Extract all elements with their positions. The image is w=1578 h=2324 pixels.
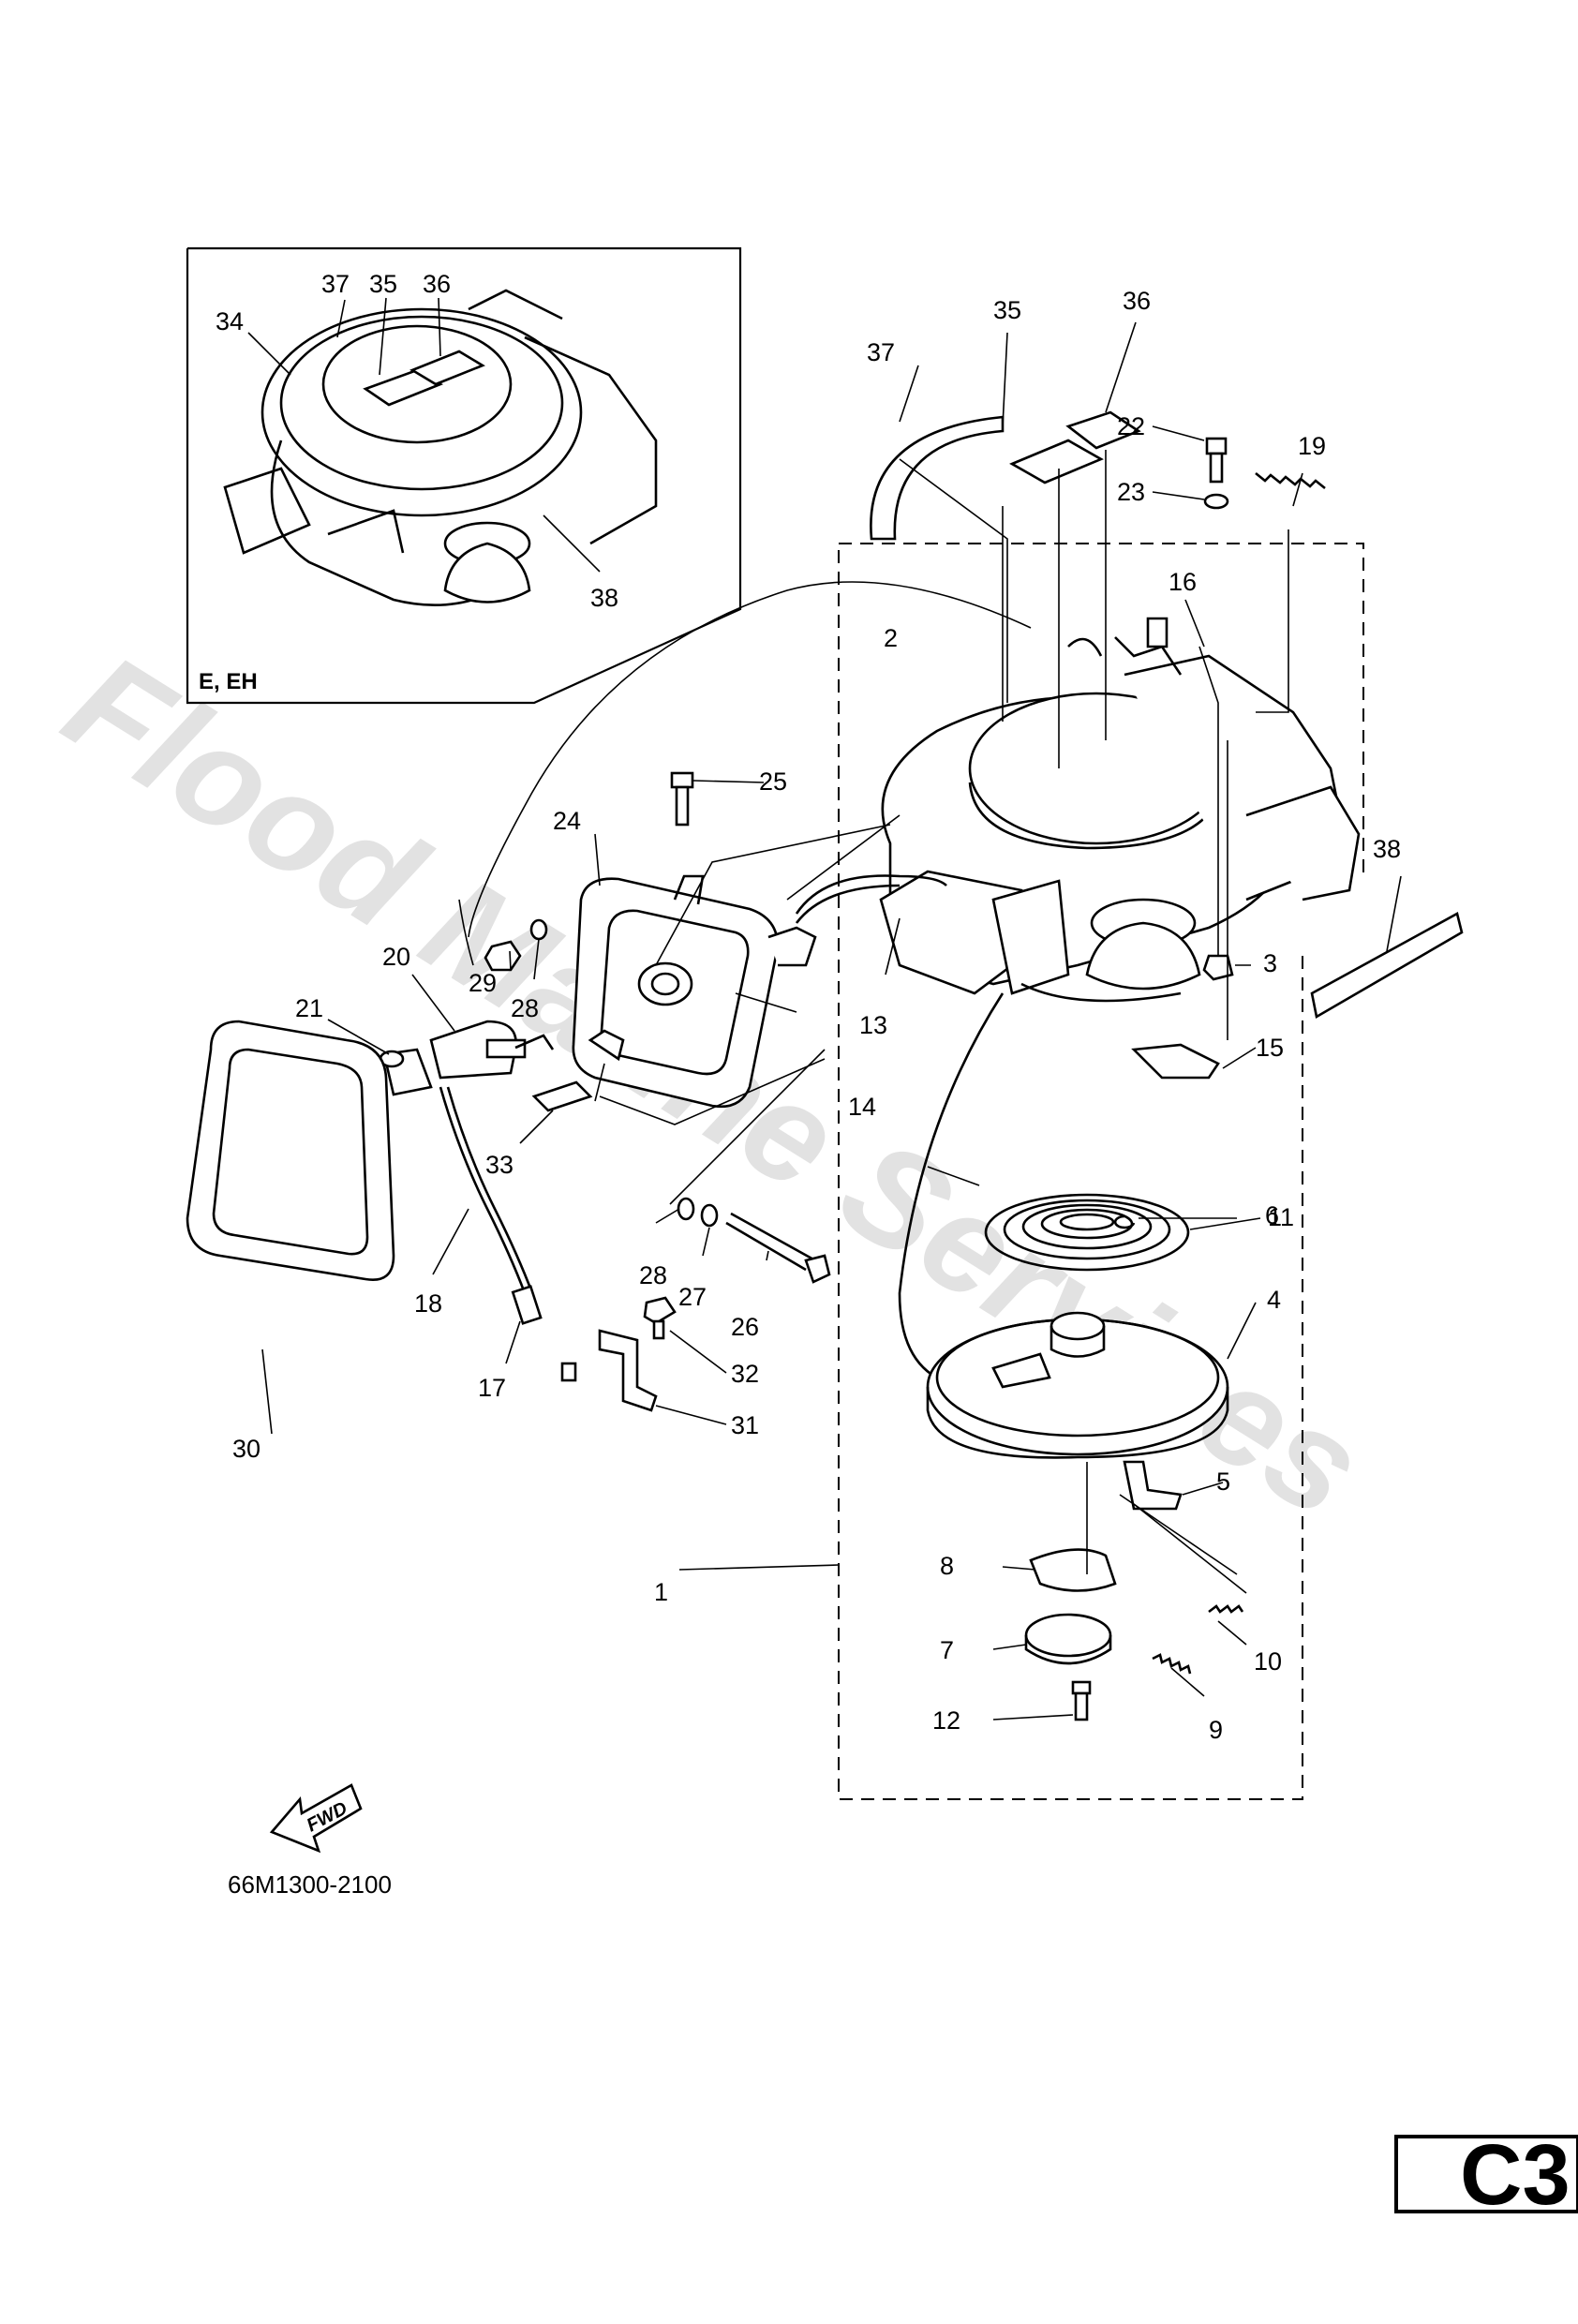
callout-21: 21 xyxy=(295,994,323,1022)
fwd-arrow-icon: FWD xyxy=(269,1783,363,1854)
bolt-25 xyxy=(670,771,694,827)
callout-34: 34 xyxy=(216,307,244,335)
nut-3 xyxy=(1202,954,1234,981)
leader-lines xyxy=(261,321,1402,1721)
spring-10 xyxy=(1208,1604,1244,1614)
callout-35: 35 xyxy=(993,296,1021,324)
callout-22: 22 xyxy=(1117,412,1145,440)
callout-16: 16 xyxy=(1169,568,1197,596)
callout-labels: 1 2 3 4 5 6 7 8 9 10 11 12 13 14 15 16 1… xyxy=(232,287,1401,1744)
friction-plate xyxy=(1029,1548,1117,1592)
callout-18: 18 xyxy=(414,1289,442,1318)
inset-variant-label: E, EH xyxy=(199,669,258,694)
pawl xyxy=(1123,1460,1183,1511)
callout-26: 26 xyxy=(731,1313,759,1341)
callout-27: 27 xyxy=(678,1283,707,1311)
washer-28 xyxy=(677,1197,695,1221)
bolt-26 xyxy=(725,1212,831,1284)
screw-12 xyxy=(1071,1680,1092,1721)
callout-23: 23 xyxy=(1117,478,1145,506)
handle-cover xyxy=(572,874,817,1109)
bolt-22 xyxy=(1205,437,1228,484)
inset-panel: 34 37 35 36 38 E, EH xyxy=(186,246,742,705)
handle-20 xyxy=(429,1020,555,1080)
decal-35 xyxy=(1009,439,1104,484)
cable-end-17 xyxy=(511,1285,577,1382)
pin-16 xyxy=(1146,617,1169,648)
sheave-drum xyxy=(926,1311,1229,1459)
inset-starter-housing xyxy=(223,289,658,606)
tape-38 xyxy=(1310,912,1464,1020)
callout-31: 31 xyxy=(731,1411,759,1439)
callout-8: 8 xyxy=(940,1552,954,1580)
callout-36: 36 xyxy=(423,270,451,298)
bracket-31 xyxy=(598,1329,658,1412)
callout-24: 24 xyxy=(553,807,581,835)
callout-13: 13 xyxy=(859,1011,887,1039)
cable-18 xyxy=(439,1086,527,1294)
callout-37: 37 xyxy=(867,338,895,366)
callout-37: 37 xyxy=(321,270,350,298)
callout-25: 25 xyxy=(759,767,787,796)
callout-12: 12 xyxy=(932,1706,960,1735)
callout-7: 7 xyxy=(940,1636,954,1664)
drive-pawl xyxy=(1131,1043,1220,1080)
recoil-spring xyxy=(984,1193,1190,1272)
callout-19: 19 xyxy=(1298,432,1326,460)
circlip xyxy=(1113,1214,1136,1229)
bracket-21 xyxy=(379,1048,433,1096)
callout-36: 36 xyxy=(1123,287,1151,315)
grommet-30 xyxy=(186,1020,395,1282)
starter-housing xyxy=(879,636,1361,1003)
washer-27 xyxy=(700,1203,719,1228)
callout-38: 38 xyxy=(1373,835,1401,863)
drive-plate xyxy=(1024,1613,1112,1665)
assembly-boundary xyxy=(838,543,1364,1800)
decal-36 xyxy=(1065,410,1141,450)
callout-17: 17 xyxy=(478,1374,506,1402)
callout-30: 30 xyxy=(232,1435,261,1463)
callout-33: 33 xyxy=(485,1151,514,1179)
callout-14: 14 xyxy=(848,1093,876,1121)
callout-35: 35 xyxy=(369,270,397,298)
callout-3: 3 xyxy=(1263,949,1277,977)
callout-28-bottom: 28 xyxy=(639,1261,667,1289)
callout-4: 4 xyxy=(1267,1286,1281,1314)
callout-15: 15 xyxy=(1256,1034,1284,1062)
callout-32: 32 xyxy=(731,1360,759,1388)
starter-rope xyxy=(898,992,1005,1389)
spring-9 xyxy=(1152,1653,1192,1675)
page-code-box: C3 xyxy=(1394,2127,1578,2223)
page-code: C3 xyxy=(1460,2127,1571,2223)
callout-2: 2 xyxy=(884,624,898,652)
callout-38-inset: 38 xyxy=(590,584,618,612)
callout-10: 10 xyxy=(1254,1647,1282,1676)
callout-29: 29 xyxy=(469,969,497,997)
rope-path xyxy=(468,581,1032,938)
washer-23 xyxy=(1203,493,1229,510)
spring-19 xyxy=(1255,471,1326,490)
decal-33 xyxy=(531,1080,593,1112)
callout-9: 9 xyxy=(1209,1716,1223,1744)
callout-5: 5 xyxy=(1216,1467,1230,1496)
bolt-32 xyxy=(643,1296,677,1340)
starter-cable xyxy=(795,874,947,915)
callout-11: 11 xyxy=(1268,1203,1294,1231)
callout-1: 1 xyxy=(654,1578,668,1606)
callout-6: 6 xyxy=(1265,1201,1279,1229)
washer-28-top xyxy=(529,918,548,941)
drawing-number: 66M1300-2100 xyxy=(228,1870,392,1899)
callout-20: 20 xyxy=(382,943,410,971)
callout-28-top: 28 xyxy=(511,994,539,1022)
